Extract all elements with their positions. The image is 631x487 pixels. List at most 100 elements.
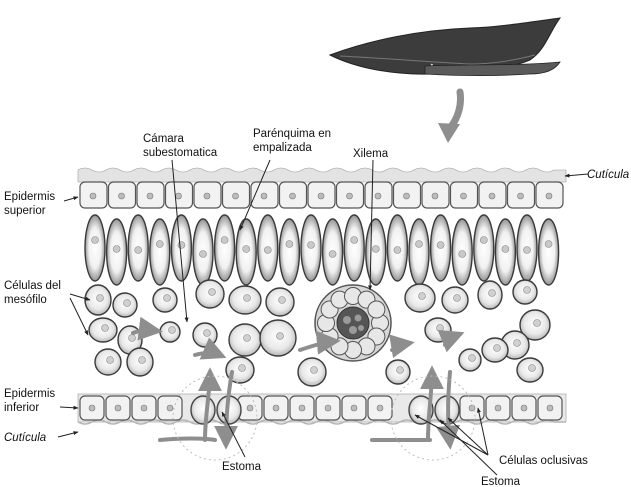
label-estoma-1: Estoma — [222, 461, 262, 473]
nucleus — [209, 289, 216, 296]
nucleus — [546, 193, 552, 199]
label-cuticula-bottom: Cutícula — [4, 432, 46, 444]
nucleus — [119, 193, 125, 199]
nucleus — [437, 325, 444, 332]
chloroplast — [221, 237, 228, 244]
nucleus — [233, 193, 239, 199]
nucleus — [107, 357, 114, 364]
nucleus — [89, 405, 95, 411]
nucleus — [164, 295, 171, 302]
chloroplast — [200, 251, 207, 258]
nucleus — [454, 295, 461, 302]
nucleus — [244, 295, 251, 302]
chloroplast — [372, 246, 379, 253]
nucleus — [375, 193, 381, 199]
nucleus — [124, 300, 131, 307]
cuticle-top-band — [78, 168, 566, 182]
chloroplast — [308, 242, 315, 249]
label-xilema: Xilema — [353, 148, 389, 160]
nucleus — [279, 297, 286, 304]
label-celulas-oclusivas: Células oclusivas — [499, 455, 588, 467]
palisade-cells — [85, 215, 559, 285]
gas-flow-arrows — [133, 330, 460, 445]
label-epidermis-sup-line2: superior — [4, 205, 46, 217]
palisade-cell — [215, 215, 235, 281]
nucleus — [311, 367, 318, 374]
chloroplast — [351, 237, 358, 244]
label-parenquima-line2: empalizada — [253, 142, 312, 154]
chloroplast — [113, 246, 120, 253]
chloroplast — [329, 251, 336, 258]
leaf-icon — [330, 18, 560, 76]
label-epidermis-inf-line2: inferior — [4, 402, 39, 414]
nucleus — [290, 193, 296, 199]
nucleus — [147, 193, 153, 199]
nucleus — [489, 193, 495, 199]
nucleus — [489, 290, 496, 297]
nucleus — [404, 193, 410, 199]
nucleus — [529, 365, 536, 372]
label-camara-line2: subestomatica — [143, 147, 218, 159]
palisade-cell — [279, 219, 299, 285]
nucleus — [204, 193, 210, 199]
nucleus — [169, 327, 176, 334]
nucleus — [419, 293, 426, 300]
nucleus — [239, 365, 246, 372]
nucleus — [351, 405, 357, 411]
palisade-cell — [539, 219, 559, 285]
chloroplast — [437, 242, 444, 249]
nucleus — [139, 357, 146, 364]
chloroplast — [264, 247, 271, 254]
chloroplast — [524, 247, 531, 254]
nucleus — [461, 193, 467, 199]
nucleus — [494, 345, 501, 352]
nucleus — [347, 193, 353, 199]
nucleus — [299, 405, 305, 411]
nucleus — [518, 193, 524, 199]
nucleus — [514, 340, 521, 347]
label-estoma-2: Estoma — [481, 476, 521, 487]
palisade-cell — [85, 215, 105, 281]
nucleus — [115, 405, 121, 411]
nucleus — [261, 193, 267, 199]
label-cuticula-top: Cutícula — [587, 169, 629, 181]
nucleus — [204, 330, 211, 337]
zoom-arrow — [438, 92, 461, 143]
chloroplast — [480, 237, 487, 244]
xylem-vessel — [368, 301, 385, 318]
chloroplast — [459, 251, 466, 258]
upper-epidermis-cells — [80, 182, 563, 208]
nucleus — [97, 295, 104, 302]
label-mesofilo-line2: mesófilo — [4, 294, 47, 306]
label-epidermis-sup-line1: Epidermis — [4, 191, 55, 203]
nucleus — [547, 405, 553, 411]
chloroplast — [135, 247, 142, 254]
label-mesofilo-line1: Células del — [4, 280, 61, 292]
nucleus — [90, 193, 96, 199]
label-camara-line1: Cámara — [143, 133, 185, 145]
chloroplast — [156, 241, 163, 248]
chloroplast — [243, 246, 250, 253]
nucleus — [247, 405, 253, 411]
nucleus — [318, 193, 324, 199]
nucleus — [244, 335, 251, 342]
xylem-bundle — [315, 285, 391, 361]
chloroplast — [394, 247, 401, 254]
nucleus — [534, 320, 541, 327]
nucleus — [277, 333, 284, 340]
nucleus — [432, 193, 438, 199]
chloroplast — [178, 242, 185, 249]
lower-epidermis-cells — [80, 396, 562, 420]
nucleus — [325, 405, 331, 411]
palisade-cell — [150, 219, 170, 285]
nucleus — [129, 335, 136, 342]
chloroplast — [286, 241, 293, 248]
nucleus — [176, 193, 182, 199]
label-epidermis-inf-line1: Epidermis — [4, 388, 55, 400]
nucleus — [273, 405, 279, 411]
nucleus — [524, 287, 531, 294]
chloroplast — [545, 241, 552, 248]
nucleus — [141, 405, 147, 411]
chloroplast — [416, 241, 423, 248]
